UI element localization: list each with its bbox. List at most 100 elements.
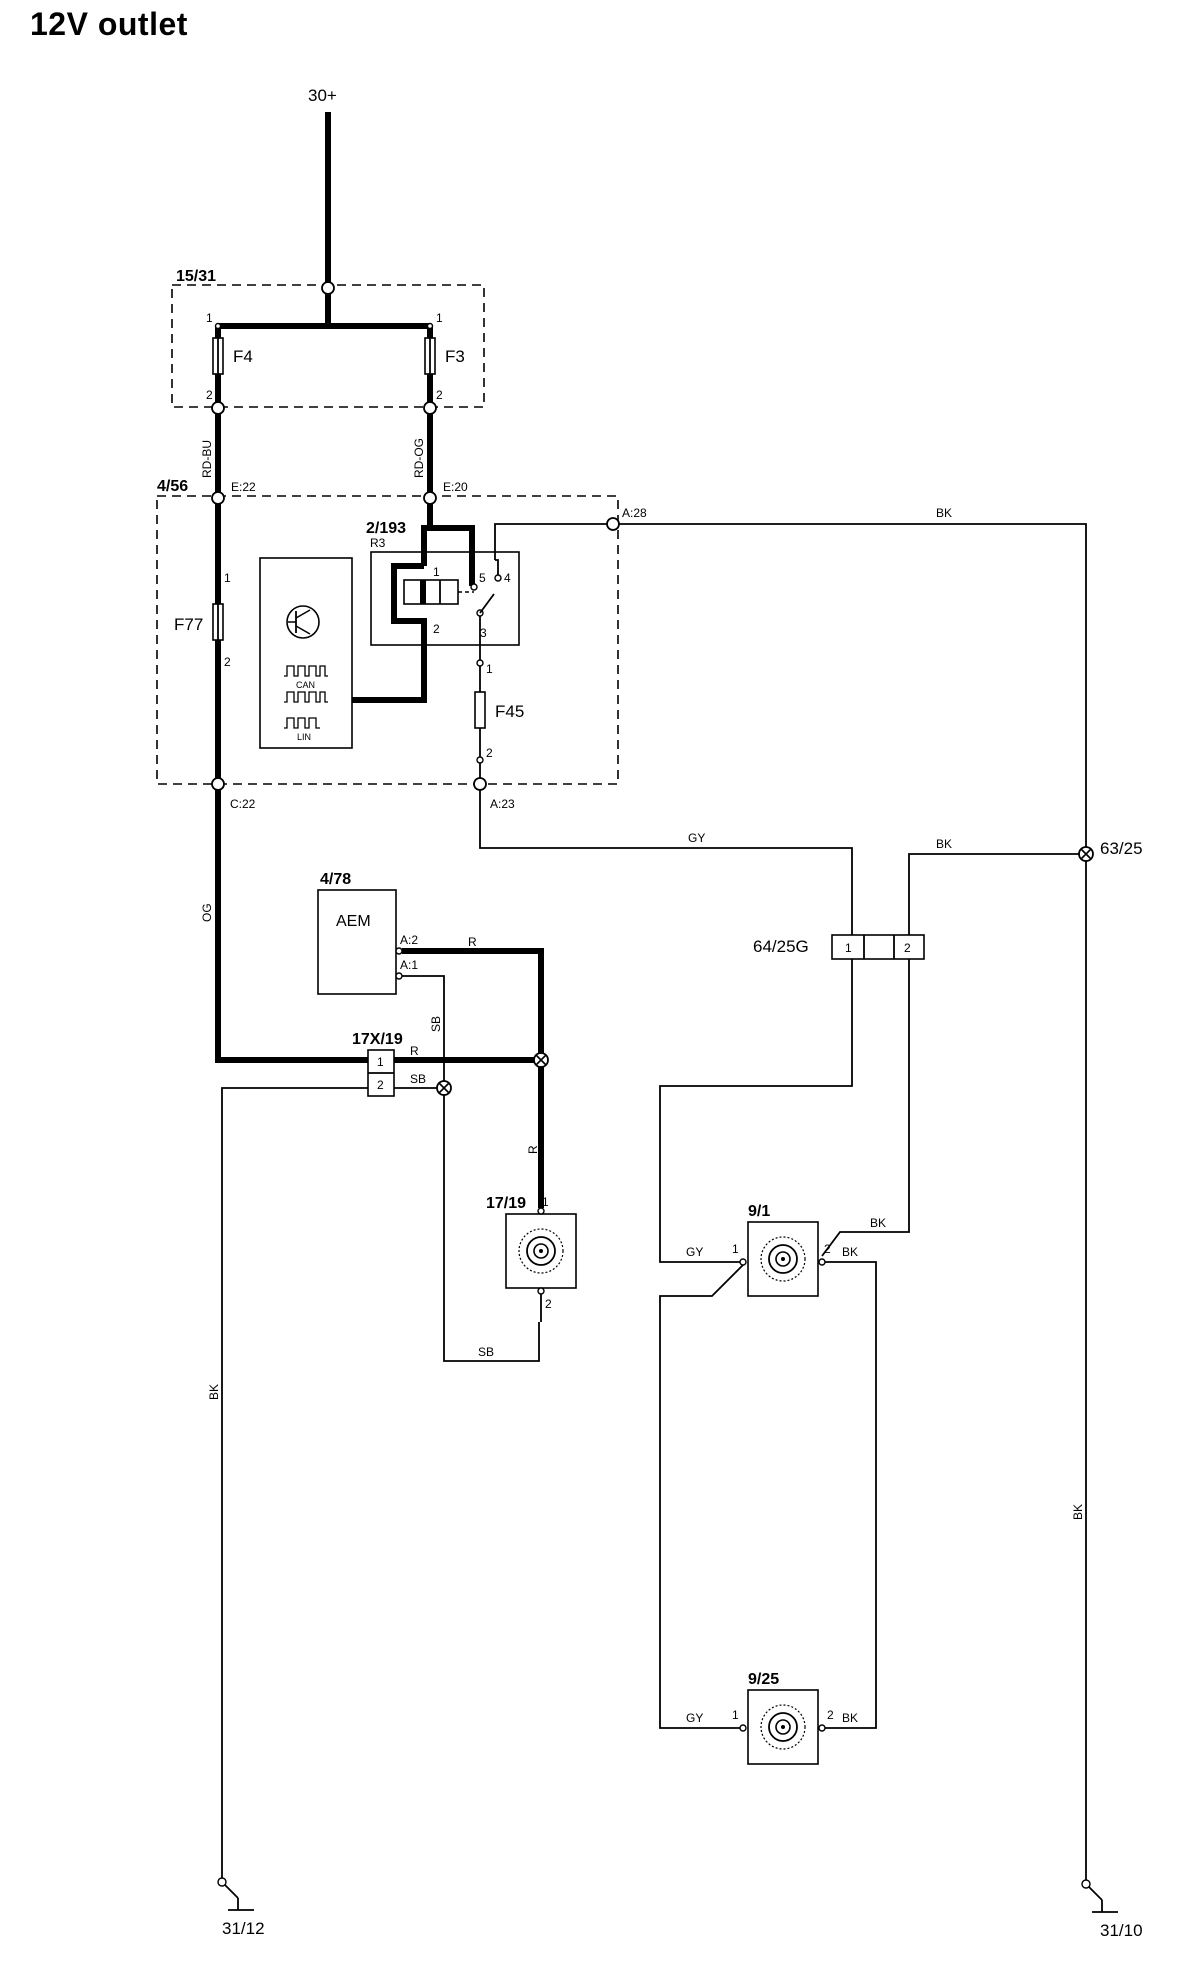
f45-pin-1: 1 (486, 662, 493, 676)
ground-31-12-icon (224, 1884, 254, 1911)
conn-e20-node (423, 491, 437, 505)
relay-coil-icon (403, 579, 459, 605)
conn-e22-label: E:22 (231, 480, 256, 494)
fuse-f45-label: F45 (495, 702, 524, 721)
wire-bk-left (221, 1087, 368, 1878)
relay-r3-label: R3 (370, 536, 386, 550)
conn-c22-node (211, 777, 225, 791)
outlet-9-1-icon (760, 1236, 806, 1282)
wire-gy-9-1-to-9-25 (659, 1264, 744, 1729)
fuse-box-15-31-label: 15/31 (176, 268, 216, 285)
wire-rd-bu-label: RD-BU (200, 440, 214, 478)
wire-bk-splice (908, 853, 1079, 935)
c64-pin-2: 2 (904, 941, 911, 955)
wire-bk-top-label: BK (936, 506, 952, 520)
conn-a28-label: A:28 (622, 506, 647, 520)
wire-bk-mid-label: BK (936, 837, 952, 851)
wire-gy-to-9-1 (659, 959, 853, 1263)
connector-64-25g-label: 64/25G (753, 937, 809, 956)
f3-pin-2: 2 (436, 388, 443, 402)
wire-bk-91-top-label: BK (870, 1216, 886, 1230)
module-4-56 (156, 495, 619, 785)
conn-e22-node (211, 491, 225, 505)
conn-a28-node (606, 517, 620, 531)
relay-switch-contact (479, 593, 495, 614)
conn-e20-label: E:20 (443, 480, 468, 494)
f4-pin-2: 2 (206, 388, 213, 402)
wire-sb-bottom-label: SB (478, 1345, 494, 1359)
relay-2-193-label: 2/193 (366, 520, 406, 537)
conn-a23-node (473, 777, 487, 791)
splice-63-25 (1078, 846, 1094, 862)
c17x-pin-2: 2 (377, 1078, 384, 1092)
module-4-78-label: 4/78 (320, 871, 351, 888)
f4-pin-1: 1 (206, 311, 213, 325)
wire-gy-a23 (479, 790, 853, 935)
wire-og (215, 790, 368, 1063)
wire-rd-og-label: RD-OG (412, 438, 426, 478)
wire-bk-right (619, 523, 1087, 1880)
connector-64-25g (831, 934, 925, 960)
ground-31-10-label: 31/10 (1100, 1921, 1143, 1940)
f4-out-node (211, 401, 225, 415)
o91-pin-2: 2 (824, 1242, 831, 1256)
outlet-9-25-label: 9/25 (748, 1671, 779, 1688)
control-module (259, 557, 353, 749)
fuse-f3-label: F3 (445, 347, 465, 366)
f77-pin-2: 2 (224, 655, 231, 669)
relay-pin-3: 3 (480, 626, 487, 640)
module-4-78-aem (317, 889, 397, 995)
ground-31-12-label: 31/12 (222, 1919, 265, 1938)
wire-r-down-label: R (526, 1145, 540, 1154)
supply-junction (321, 281, 335, 295)
lin-label: LIN (297, 732, 311, 742)
f45-pin-2: 2 (486, 746, 493, 760)
transistor-icon (286, 605, 320, 639)
conn-a23-label: A:23 (490, 797, 515, 811)
o1719-pin-1: 1 (542, 1195, 549, 1209)
aem-label: AEM (336, 913, 371, 930)
outlet-9-1-label: 9/1 (748, 1203, 770, 1220)
fuse-f77-label: F77 (174, 615, 203, 634)
fuse-f45-icon (474, 691, 486, 729)
o91-pin-1: 1 (732, 1242, 739, 1256)
lin-signal-icon (284, 717, 320, 729)
wire-bk-to-9-1 (821, 959, 910, 1257)
relay-pin-4: 4 (504, 571, 511, 585)
splice-63-25-label: 63/25 (1100, 839, 1143, 858)
c64-pin-1: 1 (845, 941, 852, 955)
outlet-9-25-icon (760, 1704, 806, 1750)
wire-bk-91-label: BK (842, 1245, 858, 1259)
wire-sb-aem (402, 975, 540, 1362)
f3-out-node (423, 401, 437, 415)
c17x-pin-1: 1 (377, 1055, 384, 1069)
connector-17x-19-label: 17X/19 (352, 1031, 403, 1048)
relay-pin-5: 5 (479, 571, 486, 585)
wire-sb-aem-label: SB (429, 1016, 443, 1032)
relay-feed-wire (427, 504, 475, 552)
module-4-56-label: 4/56 (157, 478, 188, 495)
wire-gy-mid-label: GY (688, 831, 705, 845)
can-signal-icon (284, 665, 328, 703)
wire-r-conn-label: R (410, 1044, 419, 1058)
o1719-pin-2: 2 (545, 1297, 552, 1311)
wire-relay-to-a28 (494, 523, 607, 560)
wire-r-aem (402, 948, 544, 1060)
wire-bk-right-label: BK (1071, 1504, 1085, 1520)
fuse-f4-label: F4 (233, 347, 253, 366)
outlet-17-19-icon (518, 1228, 564, 1274)
wire-gy-91-label: GY (686, 1245, 703, 1259)
wire-r-aem-label: R (468, 935, 477, 949)
o925-pin-2: 2 (827, 1708, 834, 1722)
control-to-relay-wire (352, 645, 427, 703)
wire-sb-conn-label: SB (410, 1072, 426, 1086)
conn-a2-label: A:2 (400, 933, 418, 947)
wire-bk-925-label: BK (842, 1711, 858, 1725)
can-label: CAN (296, 680, 315, 690)
ground-31-10-icon (1088, 1886, 1118, 1913)
o925-pin-1: 1 (732, 1708, 739, 1722)
page-title: 12V outlet (30, 6, 188, 42)
relay-pin-2: 2 (433, 622, 440, 636)
splice-sb (436, 1080, 452, 1096)
